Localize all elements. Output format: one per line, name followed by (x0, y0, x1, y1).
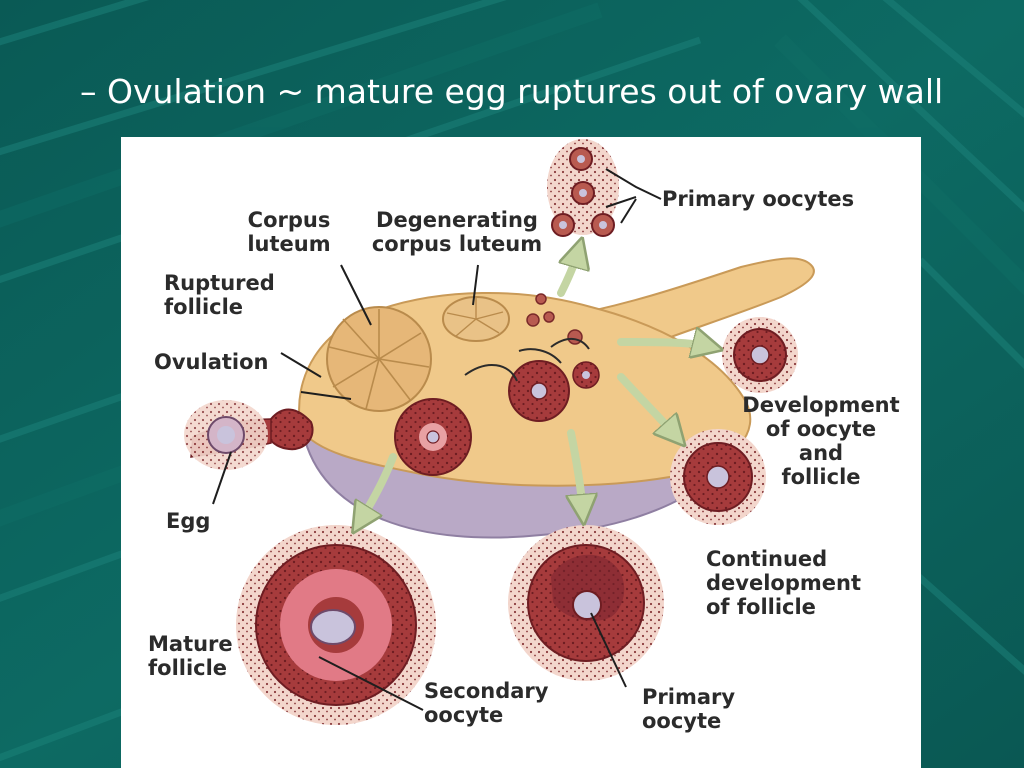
egg (184, 400, 268, 470)
label-degenerating-corpus-luteum: Degenerating corpus luteum (371, 208, 543, 256)
development-follicle-medium (670, 429, 766, 525)
label-primary-oocyte: Primary oocyte (642, 685, 736, 733)
mature-follicle (236, 525, 436, 725)
label-ovulation: Ovulation (154, 350, 269, 374)
label-development-of-oocyte-and-follicle: Development of oocyte and follicle (742, 393, 900, 489)
label-egg: Egg (166, 509, 211, 533)
growing-follicle-2 (572, 361, 600, 389)
primary-oocytes-cluster (547, 139, 619, 237)
process-arrows (359, 249, 711, 523)
pointer-lines (212, 168, 662, 711)
development-follicle-small (722, 317, 798, 393)
ovary-diagram (184, 139, 815, 725)
label-secondary-oocyte: Secondary oocyte (424, 679, 549, 727)
degenerating-corpus-luteum (442, 296, 510, 342)
label-ruptured-follicle: Ruptured follicle (164, 271, 275, 319)
label-mature-follicle: Mature follicle (148, 632, 233, 680)
internal-cycle-arrows (464, 338, 590, 382)
corpus-luteum (326, 306, 432, 412)
ovary-diagram-panel: Corpus luteum Degenerating corpus luteum… (121, 137, 921, 768)
label-continued-development-of-follicle: Continued development of follicle (706, 547, 861, 619)
growing-follicle-1 (508, 360, 570, 422)
slide-title: – Ovulation ~ mature egg ruptures out of… (80, 72, 944, 111)
continued-development-follicle (508, 525, 664, 681)
label-corpus-luteum: Corpus luteum (247, 208, 331, 256)
growing-follicle-3 (394, 398, 472, 476)
label-primary-oocytes: Primary oocytes (662, 187, 855, 211)
